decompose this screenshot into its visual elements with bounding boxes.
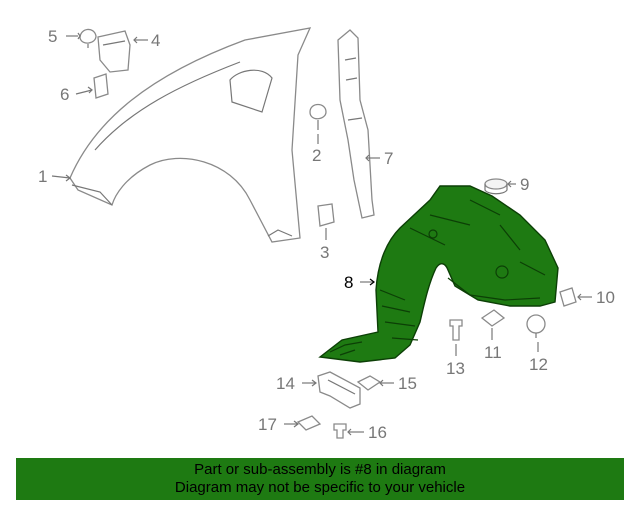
- callout-5: 5: [48, 27, 57, 46]
- callout-13: 13: [446, 359, 465, 378]
- clip-part-3: [317, 203, 335, 227]
- callout-4: 4: [151, 31, 160, 50]
- diagram-note-banner: Part or sub-assembly is #8 in diagram Di…: [16, 458, 624, 500]
- plug-part-9: [484, 178, 508, 195]
- screw-part-13: [449, 319, 463, 341]
- callout-1: 1: [38, 167, 47, 186]
- callout-15: 15: [398, 374, 417, 393]
- fender-part-1: [69, 27, 312, 243]
- parts-diagram: 5 4 6 1 2 3 7 8 9 10 11 12 13 14 15 16 1…: [38, 27, 615, 442]
- callout-17: 17: [258, 415, 277, 434]
- banner-line-1: Part or sub-assembly is #8 in diagram: [194, 461, 446, 478]
- bracket-part-4: [97, 30, 131, 73]
- fender-liner-part-8: [318, 185, 559, 363]
- pin-part-2: [309, 103, 327, 130]
- callout-7: 7: [384, 149, 393, 168]
- nut-part-11: [480, 309, 506, 327]
- nut-part-15: [356, 375, 382, 391]
- callout-12: 12: [529, 355, 548, 374]
- callout-14: 14: [276, 374, 295, 393]
- callout-16: 16: [368, 423, 387, 442]
- callout-6: 6: [60, 85, 69, 104]
- callout-8: 8: [344, 273, 353, 292]
- clip-part-17: [296, 415, 322, 431]
- deflector-part-14: [317, 371, 361, 409]
- pad-part-6: [93, 73, 109, 99]
- clip-part-12: [526, 314, 546, 338]
- banner-line-2: Diagram may not be specific to your vehi…: [174, 479, 466, 496]
- callout-3: 3: [320, 243, 329, 262]
- clip-part-10: [559, 287, 577, 307]
- screw-part-16: [333, 423, 347, 439]
- callout-11: 11: [484, 343, 502, 362]
- clip-part-5: [79, 28, 97, 48]
- leader-lines: [51, 32, 592, 436]
- callout-9: 9: [520, 175, 529, 194]
- bracket-part-7: [337, 29, 375, 219]
- callout-10: 10: [596, 288, 615, 307]
- callout-2: 2: [312, 146, 321, 165]
